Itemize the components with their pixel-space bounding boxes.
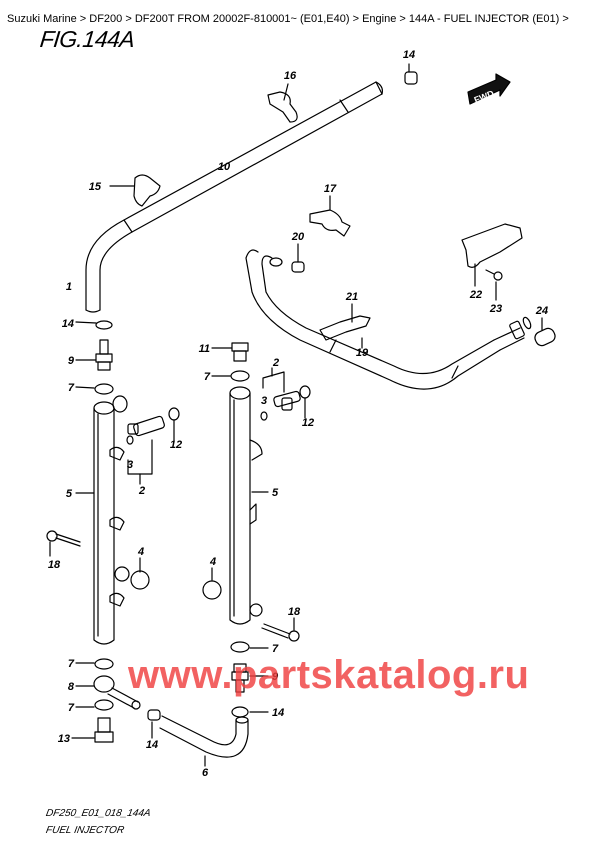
callout-14[interactable]: 14 (146, 739, 158, 751)
callout-4[interactable]: 4 (209, 556, 216, 568)
banjo-8 (75, 675, 141, 710)
washer-7-left (75, 383, 114, 395)
clamp-15 (109, 174, 161, 207)
callout-19[interactable]: 19 (356, 347, 369, 359)
breadcrumb-item-current[interactable]: 144A - FUEL INJECTOR (E01) (408, 13, 560, 25)
callout-13[interactable]: 13 (58, 733, 70, 745)
clamp-14-right (231, 706, 269, 718)
callout-7[interactable]: 7 (272, 643, 279, 655)
callout-3[interactable]: 3 (261, 395, 267, 407)
injector-2-right (260, 367, 311, 421)
clamp-16 (267, 83, 298, 123)
breadcrumb-item-engine[interactable]: Engine (362, 13, 397, 25)
callout-5[interactable]: 5 (272, 487, 279, 499)
callout-22[interactable]: 22 (469, 289, 482, 301)
breadcrumb-item-df200[interactable]: DF200 (89, 13, 123, 25)
bracket-22 (461, 223, 523, 287)
clamp-14-top (404, 63, 418, 85)
callout-4[interactable]: 4 (137, 546, 144, 558)
hose-10 (85, 81, 383, 313)
bolt-18-left (46, 530, 81, 557)
bolt-18-right (261, 617, 300, 642)
callout-20[interactable]: 20 (291, 231, 305, 243)
callout-labels: 14 16 10 15 17 20 1 22 23 24 21 19 14 9 … (48, 49, 548, 779)
breadcrumb-item-suzuki-marine[interactable]: Suzuki Marine (7, 13, 77, 25)
callout-9[interactable]: 9 (68, 355, 75, 367)
breadcrumb-separator: > (122, 13, 135, 25)
callout-7[interactable]: 7 (68, 382, 75, 394)
clamp-20 (291, 243, 305, 273)
breadcrumb-separator: > (559, 13, 569, 25)
bolt-23 (485, 269, 503, 301)
breadcrumb-item-model[interactable]: DF200T FROM 20002F-810001~ (E01,E40) (134, 13, 350, 25)
washer-7-right-bottom (230, 641, 269, 653)
callout-12[interactable]: 12 (170, 439, 182, 451)
callout-9[interactable]: 9 (272, 671, 279, 683)
callout-12[interactable]: 12 (302, 417, 314, 429)
fwd-arrow-icon: FWD (467, 73, 511, 105)
callout-24[interactable]: 24 (535, 305, 548, 317)
cap-4-left (130, 557, 150, 590)
callout-1[interactable]: 1 (66, 281, 72, 293)
figure-name: FUEL INJECTOR (45, 825, 125, 836)
fitting-9-right (231, 663, 269, 693)
callout-21[interactable]: 21 (345, 291, 358, 303)
figure-code: DF250_E01_018_144A (45, 808, 152, 819)
callout-18[interactable]: 18 (48, 559, 61, 571)
callout-7[interactable]: 7 (204, 371, 211, 383)
callout-5[interactable]: 5 (66, 488, 73, 500)
washer-7-left-lower (75, 699, 114, 711)
callout-8[interactable]: 8 (68, 681, 75, 693)
callout-23[interactable]: 23 (489, 303, 502, 315)
callout-14[interactable]: 14 (403, 49, 415, 61)
washer-7-right (211, 370, 250, 382)
callout-14[interactable]: 14 (62, 318, 74, 330)
clamp-14-left (75, 320, 113, 330)
cap-4-right (202, 567, 222, 600)
clamp-14-bottom-left (147, 709, 161, 739)
breadcrumb-separator: > (349, 13, 363, 25)
callout-7[interactable]: 7 (68, 702, 75, 714)
callout-3[interactable]: 3 (127, 459, 133, 471)
hose-6 (159, 715, 249, 767)
callout-7[interactable]: 7 (68, 658, 75, 670)
plug-11 (211, 342, 249, 362)
hose-19 (245, 249, 532, 390)
bracket-17 (309, 195, 351, 237)
breadcrumb: Suzuki Marine > DF200 > DF200T FROM 2000… (7, 13, 569, 25)
callout-14[interactable]: 14 (272, 707, 284, 719)
clamp-21 (319, 303, 371, 341)
callout-17[interactable]: 17 (324, 183, 337, 195)
bolt-13 (71, 717, 114, 743)
sleeve-24 (534, 317, 556, 347)
callout-11[interactable]: 11 (199, 343, 210, 355)
fuel-rail-5-left (75, 395, 130, 645)
callout-18[interactable]: 18 (288, 606, 301, 618)
washer-7-left-bottom (75, 658, 114, 670)
callout-2[interactable]: 2 (272, 357, 279, 369)
callout-6[interactable]: 6 (202, 767, 209, 779)
fuel-rail-5-right (229, 386, 269, 625)
injector-2-left (126, 407, 180, 485)
callout-16[interactable]: 16 (284, 70, 297, 82)
fitting-9-left (75, 339, 113, 371)
breadcrumb-separator: > (396, 13, 409, 25)
callout-2[interactable]: 2 (138, 485, 145, 497)
callout-10[interactable]: 10 (218, 161, 231, 173)
breadcrumb-separator: > (76, 13, 90, 25)
callout-15[interactable]: 15 (89, 181, 102, 193)
